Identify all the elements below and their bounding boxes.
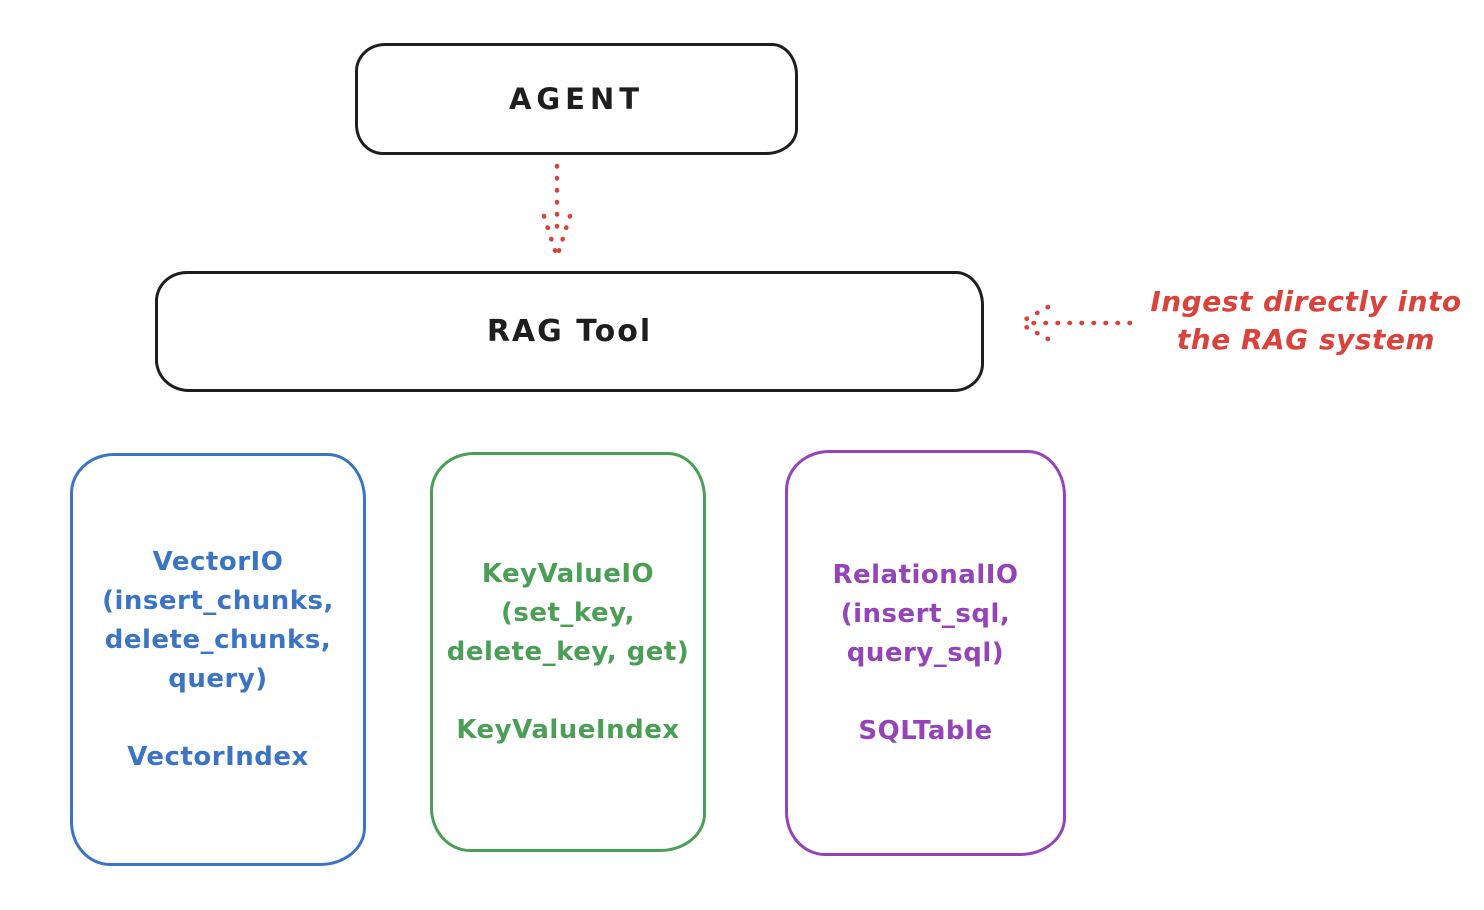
keyvalue-io-methods: (set_key, delete_key, get): [446, 597, 690, 667]
relational-io-node[interactable]: RelationalIO (insert_sql, query_sql) SQL…: [785, 450, 1066, 856]
keyvalue-io-node[interactable]: KeyValueIO (set_key, delete_key, get) Ke…: [430, 452, 706, 852]
vector-io-node[interactable]: VectorIO (insert_chunks, delete_chunks, …: [70, 453, 366, 866]
rag-tool-label: RAG Tool: [486, 314, 653, 349]
agent-label: AGENT: [508, 82, 645, 116]
ingest-annotation-arrow: [1016, 304, 1133, 342]
vector-index-label: VectorIndex: [127, 741, 309, 772]
agent-node[interactable]: AGENT: [355, 43, 798, 155]
ingest-annotation-text: Ingest directly into the RAG system: [1150, 285, 1462, 356]
sql-table-label: SQLTable: [858, 715, 993, 746]
relational-io-methods: (insert_sql, query_sql): [840, 598, 1011, 668]
keyvalue-index-label: KeyValueIndex: [456, 714, 680, 745]
vector-io-title: VectorIO: [152, 546, 284, 577]
agent-to-ragtool-arrow: [541, 163, 573, 260]
keyvalue-io-title: KeyValueIO: [481, 558, 655, 589]
relational-io-title: RelationalIO: [832, 559, 1019, 590]
vector-io-methods: (insert_chunks, delete_chunks, query): [102, 585, 334, 694]
rag-tool-node[interactable]: RAG Tool: [155, 271, 984, 392]
